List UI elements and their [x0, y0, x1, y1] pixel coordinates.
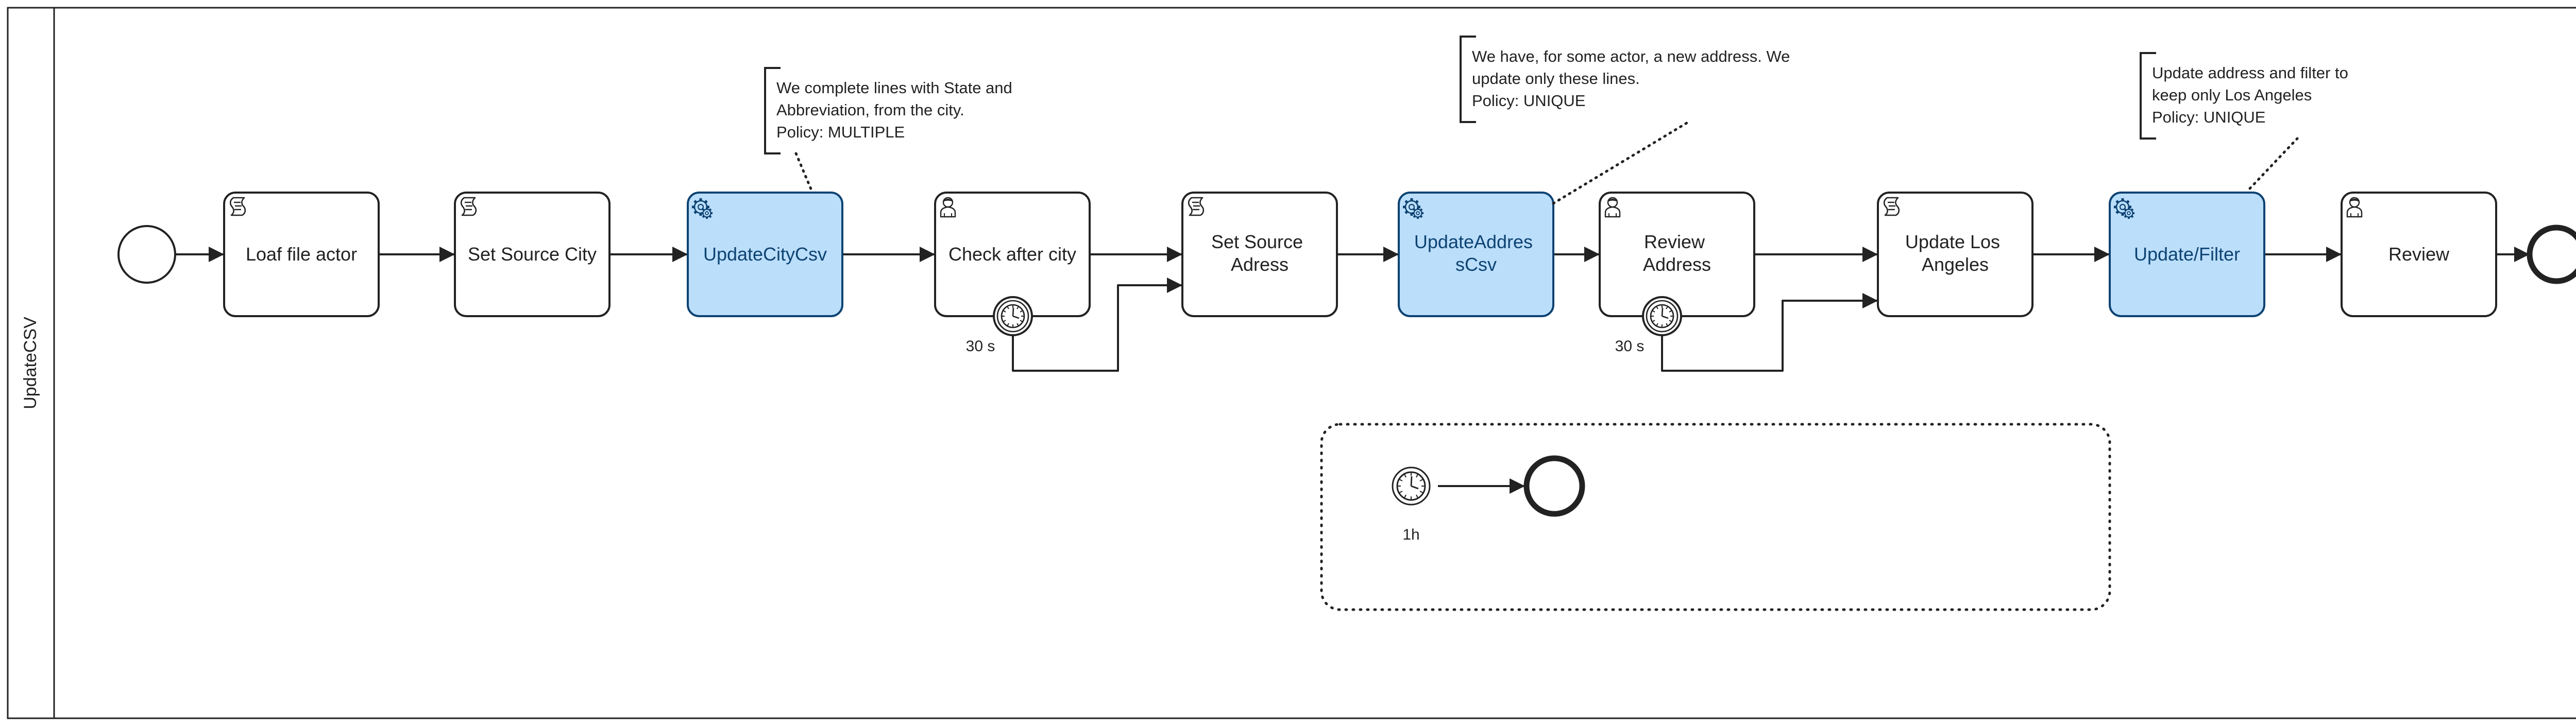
task-update-filter[interactable]: Update/Filter [2109, 192, 2265, 317]
flow-timer-to-set-adress [1012, 278, 1182, 372]
end-event[interactable] [2527, 224, 2576, 284]
annotation-association [1552, 120, 1690, 205]
timer-label: 30 s [966, 338, 995, 355]
task-label: Update/Filter [2134, 244, 2240, 265]
task-box [1181, 192, 1338, 317]
task-set-source-adress[interactable]: Set Source Adress [1181, 192, 1338, 317]
task-label: Review [2388, 244, 2450, 265]
annotation-bracket [764, 67, 781, 154]
task-label: Review Address [1643, 231, 1711, 275]
task-update-address-csv[interactable]: UpdateAddres sCsv [1398, 192, 1554, 317]
task-box [2109, 192, 2265, 317]
task-label: UpdateCityCsv [703, 244, 827, 265]
clock-icon [993, 296, 1033, 336]
task-label: Set Source Adress [1211, 231, 1308, 275]
task-review-address[interactable]: Review Address [1599, 192, 1755, 317]
task-label: Check after city [948, 244, 1076, 265]
task-review[interactable]: Review [2341, 192, 2497, 317]
task-label: Set Source City [468, 244, 597, 265]
timer-label: 1h [1402, 526, 1419, 543]
task-label: Update Los Angeles [1905, 231, 2005, 275]
clock-icon [1392, 466, 1431, 506]
clock-icon [1642, 296, 1682, 336]
annotation-filter-policy[interactable]: Update address and filter to keep only L… [2140, 52, 2352, 190]
boundary-timer-review-address[interactable] [1642, 296, 1682, 336]
annotation-association [794, 152, 814, 194]
event-subprocess[interactable] [1320, 423, 2111, 611]
annotation-text: We have, for some actor, a new address. … [1472, 47, 1794, 110]
lane-label: UpdateCSV [21, 317, 40, 409]
subprocess-end-event[interactable] [1523, 455, 1585, 517]
task-loaf-file-actor[interactable]: Loaf file actor [223, 192, 380, 317]
task-box [454, 192, 611, 317]
annotation-city-policy[interactable]: We complete lines with State and Abbrevi… [764, 67, 1016, 194]
annotation-bracket [1460, 36, 1476, 123]
sequence-flows [175, 247, 2530, 494]
task-box [687, 192, 843, 317]
boundary-timer-check-after-city[interactable] [993, 296, 1033, 336]
task-box [1398, 192, 1554, 317]
annotation-address-policy[interactable]: We have, for some actor, a new address. … [1460, 36, 1794, 205]
task-check-after-city[interactable]: Check after city [934, 192, 1091, 317]
flow-timer-to-update-la [1661, 293, 1878, 372]
annotation-association [2248, 137, 2299, 190]
task-set-source-city[interactable]: Set Source City [454, 192, 611, 317]
pool-border [7, 7, 2576, 719]
annotation-text: Update address and filter to keep only L… [2152, 64, 2352, 126]
task-box [223, 192, 380, 317]
annotation-text: We complete lines with State and Abbrevi… [776, 79, 1016, 141]
task-box [2341, 192, 2497, 317]
task-box [1877, 192, 2033, 317]
start-event[interactable] [117, 225, 176, 284]
timer-label: 30 s [1615, 338, 1645, 355]
task-update-los-angeles[interactable]: Update Los Angeles [1877, 192, 2033, 317]
task-label: UpdateAddres sCsv [1414, 231, 1538, 275]
task-update-city-csv[interactable]: UpdateCityCsv [687, 192, 843, 317]
annotation-bracket [2140, 52, 2156, 140]
subprocess-timer-start[interactable] [1392, 466, 1431, 506]
task-label: Loaf file actor [246, 244, 357, 265]
